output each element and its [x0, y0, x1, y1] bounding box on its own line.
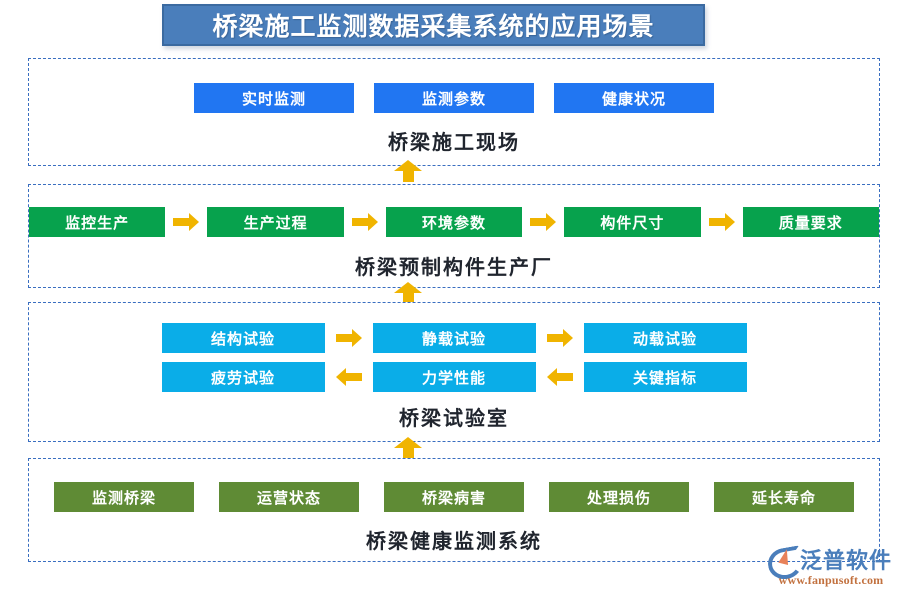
- chip-mechanical-properties[interactable]: 力学性能: [372, 362, 536, 392]
- page-title-banner: 桥梁施工监测数据采集系统的应用场景: [162, 4, 705, 46]
- chip-fatigue-test[interactable]: 疲劳试验: [161, 362, 325, 392]
- watermark-url: www.fanpusoft.com: [778, 573, 884, 587]
- watermark-brand-name: 泛普软件: [800, 549, 893, 574]
- chip-structural-test[interactable]: 结构试验: [161, 323, 325, 353]
- section-panel-construction-site: 实时监测 监测参数 健康状况 桥梁施工现场: [28, 58, 880, 166]
- chip-row: 监测桥梁 运营状态 桥梁病害 处理损伤 延长寿命: [29, 482, 879, 512]
- section-label-construction-site: 桥梁施工现场: [388, 130, 520, 154]
- chip-realtime-monitoring[interactable]: 实时监测: [194, 83, 354, 113]
- chip-bridge-defects[interactable]: 桥梁病害: [384, 482, 524, 512]
- chip-row: 结构试验 静载试验 动载试验: [29, 323, 879, 353]
- chip-health-status[interactable]: 健康状况: [554, 83, 714, 113]
- chip-monitoring-parameters[interactable]: 监测参数: [374, 83, 534, 113]
- section-panel-bridge-laboratory: 结构试验 静载试验 动载试验 疲劳试验 力学性能 关键指标 桥梁试验室: [28, 302, 880, 442]
- watermark-brand-row: 泛普软件: [765, 543, 894, 582]
- arrow-right-icon: [335, 329, 362, 347]
- arrow-up-factory-to-lab-icon: [394, 282, 422, 304]
- arrow-left-icon: [335, 368, 362, 386]
- chip-extend-lifespan[interactable]: 延长寿命: [714, 482, 854, 512]
- chip-dynamic-load-test[interactable]: 动载试验: [583, 323, 747, 353]
- section-panel-health-monitoring: 监测桥梁 运营状态 桥梁病害 处理损伤 延长寿命 桥梁健康监测系统: [28, 458, 880, 562]
- watermark-logo: 泛普软件 www.fanpusoft.com: [765, 543, 894, 595]
- arrow-head: [394, 160, 422, 171]
- chip-static-load-test[interactable]: 静载试验: [372, 323, 536, 353]
- section-label-bridge-laboratory: 桥梁试验室: [399, 406, 509, 430]
- arrow-head: [394, 282, 422, 293]
- arrow-head: [394, 437, 422, 448]
- arrow-up-lab-to-health-icon: [394, 437, 422, 459]
- chip-operation-status[interactable]: 运营状态: [219, 482, 359, 512]
- arrow-right-icon: [173, 213, 200, 231]
- chip-component-dimensions[interactable]: 构件尺寸: [564, 207, 701, 237]
- arrow-shaft: [403, 169, 414, 182]
- fanpu-logo-icon: [765, 545, 805, 582]
- section-panel-precast-factory: 监控生产 生产过程 环境参数 构件尺寸 质量要求 桥梁预制构件生产厂: [28, 184, 880, 288]
- chip-row: 监控生产 生产过程 环境参数 构件尺寸 质量要求: [28, 207, 880, 237]
- arrow-left-icon: [546, 368, 573, 386]
- arrow-right-icon: [708, 213, 735, 231]
- chip-row: 实时监测 监测参数 健康状况: [29, 83, 879, 113]
- chip-quality-requirements[interactable]: 质量要求: [742, 207, 880, 237]
- chip-production-process[interactable]: 生产过程: [207, 207, 344, 237]
- chip-environment-parameters[interactable]: 环境参数: [385, 207, 523, 237]
- section-label-health-monitoring: 桥梁健康监测系统: [366, 529, 542, 553]
- page-title: 桥梁施工监测数据采集系统的应用场景: [212, 12, 655, 41]
- chip-handle-damage[interactable]: 处理损伤: [549, 482, 689, 512]
- arrow-right-icon: [351, 213, 378, 231]
- section-label-precast-factory: 桥梁预制构件生产厂: [355, 255, 553, 279]
- chip-key-indicators[interactable]: 关键指标: [583, 362, 747, 392]
- chip-monitor-bridge[interactable]: 监测桥梁: [54, 482, 194, 512]
- arrow-shaft: [403, 446, 414, 459]
- arrow-shaft: [403, 291, 414, 304]
- arrow-right-icon: [546, 329, 573, 347]
- chip-row: 疲劳试验 力学性能 关键指标: [29, 362, 879, 392]
- arrow-up-site-to-factory-icon: [394, 160, 422, 182]
- arrow-right-icon: [530, 213, 557, 231]
- chip-monitor-production[interactable]: 监控生产: [28, 207, 166, 237]
